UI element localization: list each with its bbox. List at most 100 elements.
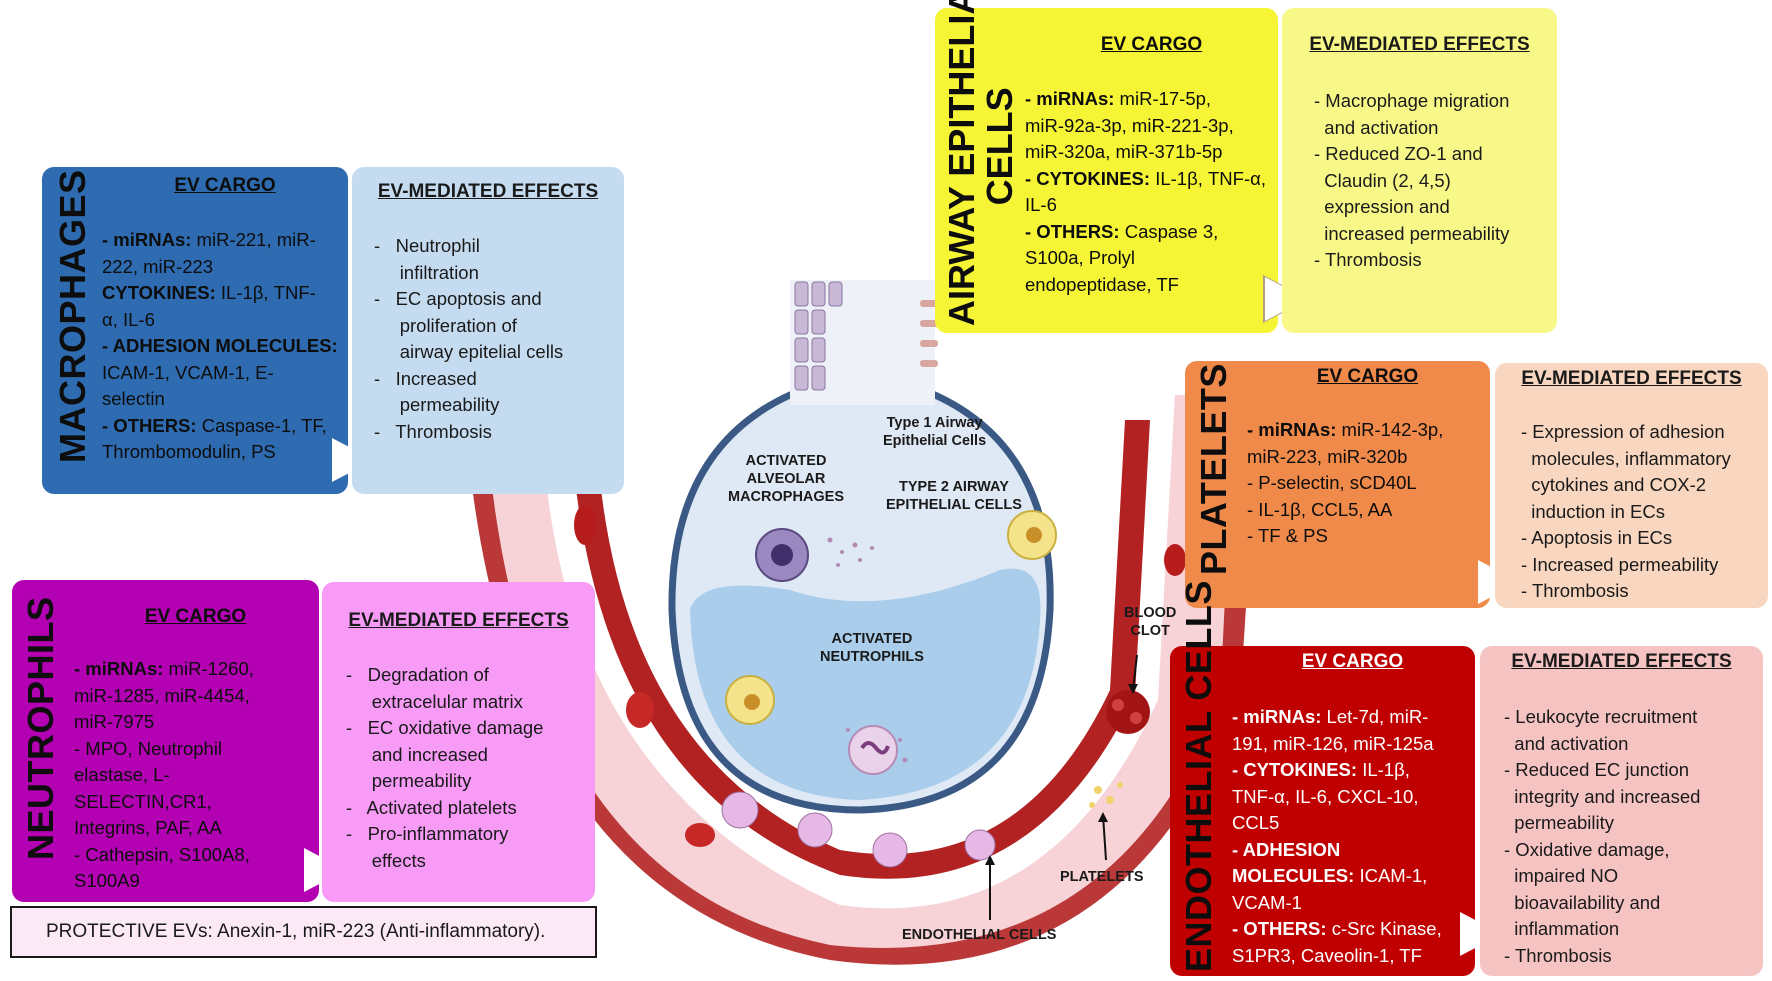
cargo-line: S100A9 — [74, 868, 254, 895]
cargo-line: - OTHERS: Caspase-1, TF, — [102, 413, 338, 440]
cargo-line: - CYTOKINES: IL-1β, TNF-α, — [1025, 166, 1266, 193]
cargo-line: TNF-α, IL-6, CXCL-10, — [1232, 784, 1442, 811]
cargo-line-bold: - miRNAs: — [74, 658, 164, 679]
cargo-line: miR-320a, miR-371b-5p — [1025, 139, 1266, 166]
type2-label: TYPE 2 AIRWAY EPITHELIAL CELLS — [886, 479, 1022, 513]
cargo-line-text: ICAM-1, — [1354, 865, 1428, 886]
red-blood-cell — [1164, 544, 1186, 576]
platelets-pointer — [1102, 814, 1107, 861]
endothelial-cells-label: ENDOTHELIAL CELLS — [902, 927, 1057, 943]
effect-line: - Oxidative damage, — [1504, 838, 1670, 860]
cargo-line-text: miR-1285, miR-4454, — [74, 684, 250, 706]
type1-label: Type 1 Airway Epithelial Cells — [883, 415, 987, 449]
effect-line: effects — [346, 849, 426, 871]
endothelial-cargo-heading: EV CARGO — [1301, 651, 1404, 672]
effect-line: bioavailability and — [1504, 891, 1661, 913]
cargo-line-bold: - CYTOKINES: — [1025, 167, 1151, 189]
cargo-line: - OTHERS: Caspase 3, — [1025, 219, 1266, 246]
cargo-line-text: 222, miR-223 — [102, 255, 214, 277]
neutrophil-cell — [964, 829, 996, 861]
cargo-line: - miRNAs: miR-142-3p, — [1247, 417, 1443, 444]
cargo-line: Integrins, PAF, AA — [74, 815, 254, 842]
ev-particles — [827, 537, 908, 763]
effect-line: - Reduced EC junction — [1504, 759, 1690, 780]
cargo-line-text: endopeptidase, TF — [1025, 273, 1179, 295]
cargo-line-text: miR-92a-3p, miR-221-3p, — [1025, 114, 1234, 136]
cargo-line: 222, miR-223 — [102, 254, 338, 281]
effect-line: increased permeability — [1314, 222, 1510, 244]
cargo-line: S1PR3, Caveolin-1, TF — [1232, 943, 1442, 970]
effect-line: - Thrombosis — [1504, 944, 1612, 966]
cargo-line-text: S100A9 — [74, 870, 140, 891]
cargo-line-text: miR-320a, miR-371b-5p — [1025, 141, 1223, 162]
cargo-line-text: - Cathepsin, S100A8, — [74, 843, 250, 865]
effect-line: - Increased — [374, 367, 477, 389]
macrophages-effects-panel: EV-MEDIATED EFFECTS - Neutrophil infiltr… — [352, 167, 624, 494]
airway-cargo-list: - miRNAs: miR-17-5p,miR-92a-3p, miR-221-… — [1025, 86, 1266, 298]
cargo-line: miR-92a-3p, miR-221-3p, — [1025, 113, 1266, 140]
effect-line: integrity and increased — [1504, 785, 1701, 807]
macrophages-effects-list: - Neutrophil infiltration- EC apoptosis … — [374, 233, 563, 445]
cartilage-marks — [920, 300, 938, 367]
effect-line: - Thrombosis — [1314, 249, 1422, 270]
cargo-line-text: - TF & PS — [1247, 525, 1328, 546]
alveolus-fluid — [690, 568, 1041, 800]
cargo-line: - IL-1β, CCL5, AA — [1247, 497, 1443, 524]
macrophages-effects-heading: EV-MEDIATED EFFECTS — [377, 181, 599, 202]
cargo-line: endopeptidase, TF — [1025, 272, 1266, 299]
cargo-line: CCL5 — [1232, 810, 1442, 837]
platelets-cargo-list: - miRNAs: miR-142-3p,miR-223, miR-320b - … — [1247, 417, 1443, 550]
airway-epithelium — [794, 281, 843, 391]
cargo-line: miR-223, miR-320b — [1247, 444, 1443, 471]
cargo-line-text: miR-17-5p, — [1114, 88, 1212, 109]
cargo-line-text: S1PR3, Caveolin-1, TF — [1232, 944, 1422, 966]
cargo-line: IL-6 — [1025, 192, 1266, 219]
neutrophils-effects-panel: EV-MEDIATED EFFECTS - Degradation of ext… — [322, 582, 595, 902]
cargo-line-text: α, IL-6 — [102, 308, 155, 330]
effect-line: impaired NO — [1504, 865, 1619, 886]
effect-line: - Degradation of — [346, 664, 489, 685]
cargo-line: - TF & PS — [1247, 523, 1443, 550]
cargo-line-bold: - miRNAs: — [1247, 419, 1337, 440]
macrophages-cargo-list: - miRNAs: miR-221, miR-222, miR-223 CYTO… — [102, 227, 338, 466]
cargo-line: - OTHERS: c-Src Kinase, — [1232, 916, 1442, 943]
cargo-line-text: elastase, L- — [74, 764, 170, 785]
cargo-line-text: CCL5 — [1232, 812, 1280, 833]
cargo-line: - ADHESION — [1232, 837, 1442, 864]
effect-line: Claudin (2, 4,5) — [1314, 169, 1451, 191]
cargo-line-bold: - OTHERS: — [1232, 918, 1327, 939]
cargo-line-text: VCAM-1 — [1232, 891, 1302, 913]
effect-line: permeability — [346, 770, 472, 791]
effect-line: molecules, inflammatory — [1521, 447, 1731, 469]
protective-evs-box: PROTECTIVE EVs: Anexin-1, miR-223 (Anti-… — [10, 906, 597, 958]
endothelial-effects-list: - Leukocyte recruitment and activation- … — [1504, 704, 1700, 969]
neutrophils-effects-heading: EV-MEDIATED EFFECTS — [348, 610, 569, 631]
cargo-line-text: miR-221, miR- — [191, 229, 316, 250]
effect-line: - Neutrophil — [374, 235, 480, 256]
activated-neutrophil — [848, 725, 898, 775]
cargo-line-bold: - ADHESION MOLECULES: — [102, 335, 338, 356]
neutrophils-cargo-list: - miRNAs: miR-1260,miR-1285, miR-4454,mi… — [74, 656, 254, 895]
platelets-effects-panel: EV-MEDIATED EFFECTS - Expression of adhe… — [1495, 363, 1768, 608]
cargo-line: - Cathepsin, S100A8, — [74, 842, 254, 869]
endothelial-effects-panel: EV-MEDIATED EFFECTS - Leukocyte recruitm… — [1480, 646, 1763, 976]
cargo-line-bold: - miRNAs: — [102, 229, 192, 250]
endothelial-cargo-list: - miRNAs: Let-7d, miR-191, miR-126, miR-… — [1232, 704, 1442, 969]
cargo-line: selectin — [102, 386, 338, 413]
platelets-title: PLATELETS — [1193, 363, 1234, 575]
cargo-line: MOLECULES: ICAM-1, — [1232, 863, 1442, 890]
cargo-line: S100a, Prolyl — [1025, 245, 1266, 272]
cargo-line-text: - IL-1β, CCL5, AA — [1247, 498, 1393, 520]
blood-clot-label: BLOOD CLOT — [1124, 605, 1177, 639]
cargo-line-bold: MOLECULES: — [1232, 865, 1355, 886]
neutrophils-effects-list: - Degradation of extracelular matrix- EC… — [346, 662, 543, 874]
cargo-line-text: Thrombomodulin, PS — [102, 441, 276, 462]
cargo-line-text: Caspase-1, TF, — [196, 414, 327, 436]
platelets-cargo-panel: PLATELETS EV CARGO - miRNAs: miR-142-3p,… — [1185, 361, 1490, 608]
platelets-effects-heading: EV-MEDIATED EFFECTS — [1521, 368, 1742, 389]
effect-line: and activation — [1504, 732, 1629, 754]
cargo-line-bold: - miRNAs: — [1232, 706, 1322, 727]
neutrophils-label: ACTIVATED NEUTROPHILS — [820, 631, 924, 665]
effect-line: airway epitelial cells — [374, 341, 564, 362]
neutrophils-cargo-panel: NEUTROPHILS EV CARGO - miRNAs: miR-1260,… — [12, 580, 319, 902]
